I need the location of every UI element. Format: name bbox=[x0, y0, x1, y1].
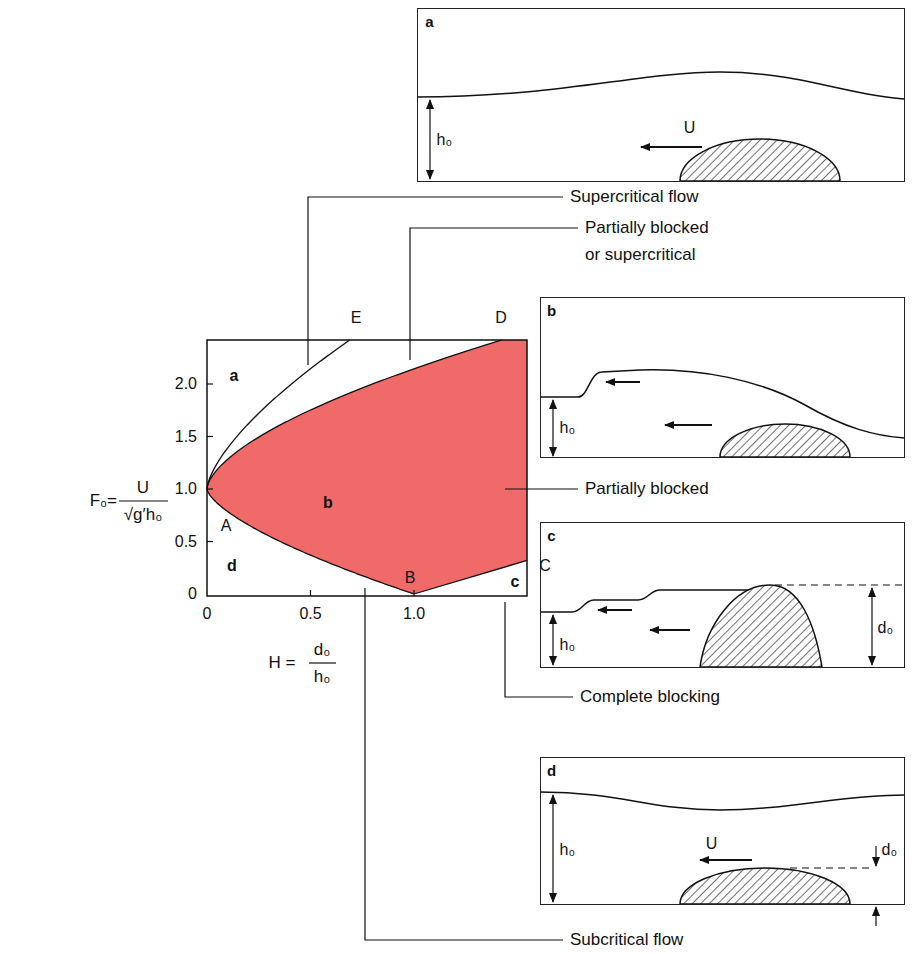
callout-label: Subcritical flow bbox=[570, 930, 683, 950]
panel-letter: a bbox=[425, 13, 433, 30]
interface-line bbox=[417, 72, 905, 99]
depth-arrow bbox=[429, 100, 430, 179]
region-letter: c bbox=[511, 573, 520, 591]
panel-symbol: h₀ bbox=[560, 418, 576, 436]
regime-boundary bbox=[207, 340, 350, 489]
leader-line bbox=[505, 488, 578, 489]
fraction-bar bbox=[309, 662, 336, 663]
axis-tick bbox=[413, 590, 414, 596]
callout-label: Supercritical flow bbox=[570, 187, 699, 207]
flow-arrow bbox=[641, 146, 702, 148]
crest-level bbox=[775, 584, 903, 585]
regime-boundary bbox=[207, 489, 414, 594]
depth-arrow bbox=[552, 615, 553, 665]
point-label: E bbox=[351, 309, 362, 327]
flow-panel: d h₀ Ud₀ bbox=[540, 757, 905, 905]
regime-chart bbox=[207, 340, 527, 596]
region-letter: b bbox=[323, 494, 333, 512]
depth-arrow bbox=[552, 400, 553, 456]
axis-tick bbox=[207, 383, 213, 384]
axis-tick bbox=[207, 488, 213, 489]
region-letter: a bbox=[230, 367, 239, 385]
panel-symbol: U bbox=[684, 118, 696, 136]
regime-boundary bbox=[414, 560, 527, 594]
axis-label: U bbox=[137, 478, 149, 498]
callout-label: Complete blocking bbox=[580, 687, 720, 707]
flow-arrow bbox=[700, 859, 752, 861]
height-arrow bbox=[871, 588, 872, 665]
tick-label: 0.5 bbox=[175, 532, 197, 550]
interface-line bbox=[540, 792, 905, 810]
height-arrow bbox=[875, 846, 876, 866]
tick-label: 1.5 bbox=[175, 427, 197, 445]
flow-arrow bbox=[598, 609, 632, 611]
flow-arrow bbox=[606, 381, 640, 383]
flow-arrow bbox=[665, 424, 712, 426]
tick-label: 1.0 bbox=[403, 605, 425, 623]
leader-line bbox=[365, 588, 563, 940]
point-label: B bbox=[405, 569, 416, 587]
panel-symbol: d₀ bbox=[878, 618, 894, 636]
tick-label: 2.0 bbox=[175, 375, 197, 393]
panel-symbol: h₀ bbox=[437, 130, 453, 148]
leader-line bbox=[410, 228, 578, 360]
panel-symbol: h₀ bbox=[560, 635, 576, 653]
axis-label: d₀ bbox=[314, 640, 331, 660]
tick-label: 0 bbox=[203, 605, 212, 623]
obstacle bbox=[680, 139, 840, 181]
point-label: A bbox=[221, 517, 232, 535]
tick-label: 0.5 bbox=[299, 605, 321, 623]
point-label: C bbox=[539, 557, 551, 575]
region-letter: d bbox=[227, 557, 237, 575]
flow-arrow bbox=[650, 629, 690, 631]
interface-line bbox=[540, 370, 905, 438]
point-label: D bbox=[495, 309, 507, 327]
flow-panel: c h₀ d₀ bbox=[540, 522, 905, 668]
obstacle bbox=[680, 868, 850, 904]
axis-tick bbox=[310, 590, 311, 596]
fraction-bar bbox=[119, 500, 168, 501]
axis-label: √g′h₀ bbox=[124, 505, 162, 525]
tick-label: 1.0 bbox=[175, 480, 197, 498]
height-arrow bbox=[875, 907, 876, 926]
axis-label: H = bbox=[269, 653, 296, 673]
flow-panel: a h₀ U bbox=[417, 8, 905, 182]
partially-blocked-region bbox=[207, 340, 527, 594]
panel-letter: d bbox=[547, 762, 556, 779]
leader-line bbox=[308, 197, 563, 365]
panel-symbol: h₀ bbox=[560, 840, 576, 858]
tick-label: 0 bbox=[188, 585, 197, 603]
axis-tick bbox=[207, 436, 213, 437]
panel-letter: b bbox=[547, 302, 556, 319]
panel-symbol: U bbox=[706, 834, 718, 852]
callout-label: Partially blocked or supercritical bbox=[585, 214, 725, 268]
flow-panel: b h₀ bbox=[540, 297, 905, 458]
obstacle bbox=[720, 424, 850, 457]
callout-label: Partially blocked bbox=[585, 479, 709, 499]
obstacle bbox=[700, 585, 822, 667]
crest-level bbox=[790, 867, 872, 868]
axis-label: h₀ bbox=[314, 667, 331, 687]
panel-symbol: d₀ bbox=[882, 840, 898, 858]
plot-frame bbox=[207, 340, 527, 596]
axis-tick bbox=[207, 541, 213, 542]
depth-arrow bbox=[552, 795, 553, 902]
axis-label: F₀= bbox=[90, 491, 117, 511]
panel-letter: c bbox=[547, 527, 555, 544]
regime-boundary bbox=[207, 340, 502, 489]
